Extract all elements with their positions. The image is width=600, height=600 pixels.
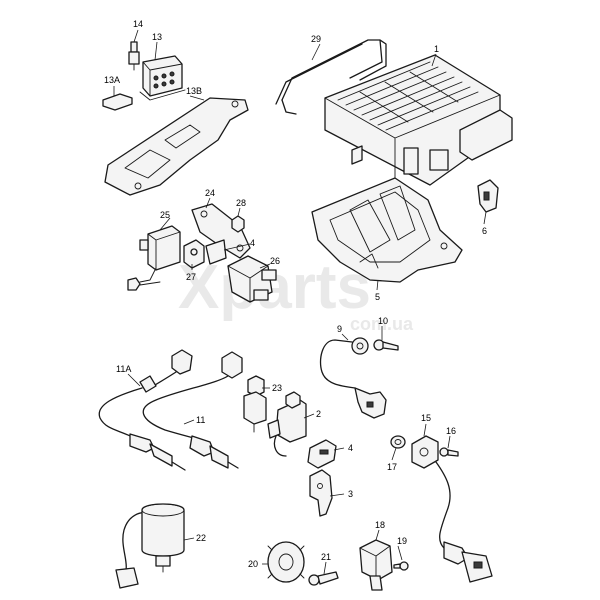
part-23-switch[interactable]	[243, 375, 267, 433]
callout-25: 25	[160, 210, 170, 220]
callout-9: 9	[337, 324, 342, 334]
part-24-bracket[interactable]	[191, 203, 251, 259]
part-4-bracket-lower[interactable]	[307, 439, 337, 469]
callout-19: 19	[397, 536, 407, 546]
callout-18: 18	[375, 520, 385, 530]
callout-1: 1	[434, 44, 439, 54]
part-9-knock-sensor[interactable]	[319, 337, 387, 419]
callout-11: 11	[196, 415, 205, 425]
callout-14: 14	[133, 19, 143, 29]
part-29-bracket-strap[interactable]	[275, 39, 387, 115]
part-13B-mounting-plate[interactable]	[104, 97, 249, 196]
callout-10: 10	[378, 316, 388, 326]
callout-26: 26	[270, 256, 280, 266]
callout-17: 17	[387, 462, 397, 472]
part-4-bracket-upper[interactable]	[205, 239, 227, 265]
callout-21: 21	[321, 552, 331, 562]
callout-4-upper: 4	[250, 238, 255, 248]
part-3-bracket[interactable]	[309, 469, 333, 517]
part-27-valve[interactable]	[183, 239, 205, 269]
callout-13: 13	[152, 32, 162, 42]
callout-16: 16	[446, 426, 456, 436]
part-14-pin[interactable]	[128, 41, 140, 71]
part-13-connector-block[interactable]	[139, 55, 186, 101]
callout-4-lower: 4	[348, 443, 353, 453]
callout-15: 15	[421, 413, 431, 423]
part-15-speed-sensor[interactable]	[411, 435, 493, 583]
part-20-gear[interactable]	[267, 541, 305, 583]
callout-23: 23	[272, 383, 282, 393]
part-2-pressure-converter[interactable]	[267, 391, 307, 457]
part-18-sensor[interactable]	[359, 539, 393, 591]
part-28-nut[interactable]	[231, 215, 245, 233]
part-17-o-ring[interactable]	[390, 435, 406, 449]
part-25-solenoid-valve[interactable]	[127, 225, 181, 291]
callout-20: 20	[248, 559, 258, 569]
watermark-domain: com.ua	[350, 314, 414, 334]
part-16-bolt[interactable]	[439, 447, 459, 457]
part-11-probe[interactable]	[142, 351, 243, 469]
part-1-control-unit[interactable]	[324, 54, 513, 186]
callout-27: 27	[186, 272, 196, 282]
callout-29: 29	[311, 34, 321, 44]
part-22-vacuum-canister[interactable]	[115, 503, 185, 589]
callout-6: 6	[482, 226, 487, 236]
callout-2: 2	[316, 409, 321, 419]
callout-labels: 14 13 13A 13B 29 1 6 5 24 28 25 4 27 26 …	[104, 19, 487, 569]
part-11A-probe[interactable]	[98, 349, 193, 471]
callout-13B: 13B	[186, 86, 202, 96]
part-19-bolt[interactable]	[393, 561, 409, 571]
part-6-clip[interactable]	[477, 179, 499, 213]
part-5-mounting-tray[interactable]	[311, 177, 463, 283]
callout-28: 28	[236, 198, 246, 208]
callout-22: 22	[196, 533, 206, 543]
callout-5: 5	[375, 292, 380, 302]
part-10-bolt[interactable]	[373, 339, 399, 351]
leader-lines	[113, 29, 487, 575]
part-13A-bracket[interactable]	[102, 93, 133, 111]
callout-13A: 13A	[104, 75, 120, 85]
callout-3: 3	[348, 489, 353, 499]
callout-24: 24	[205, 188, 215, 198]
callout-11A: 11A	[116, 364, 131, 374]
part-21-bolt[interactable]	[308, 571, 339, 586]
